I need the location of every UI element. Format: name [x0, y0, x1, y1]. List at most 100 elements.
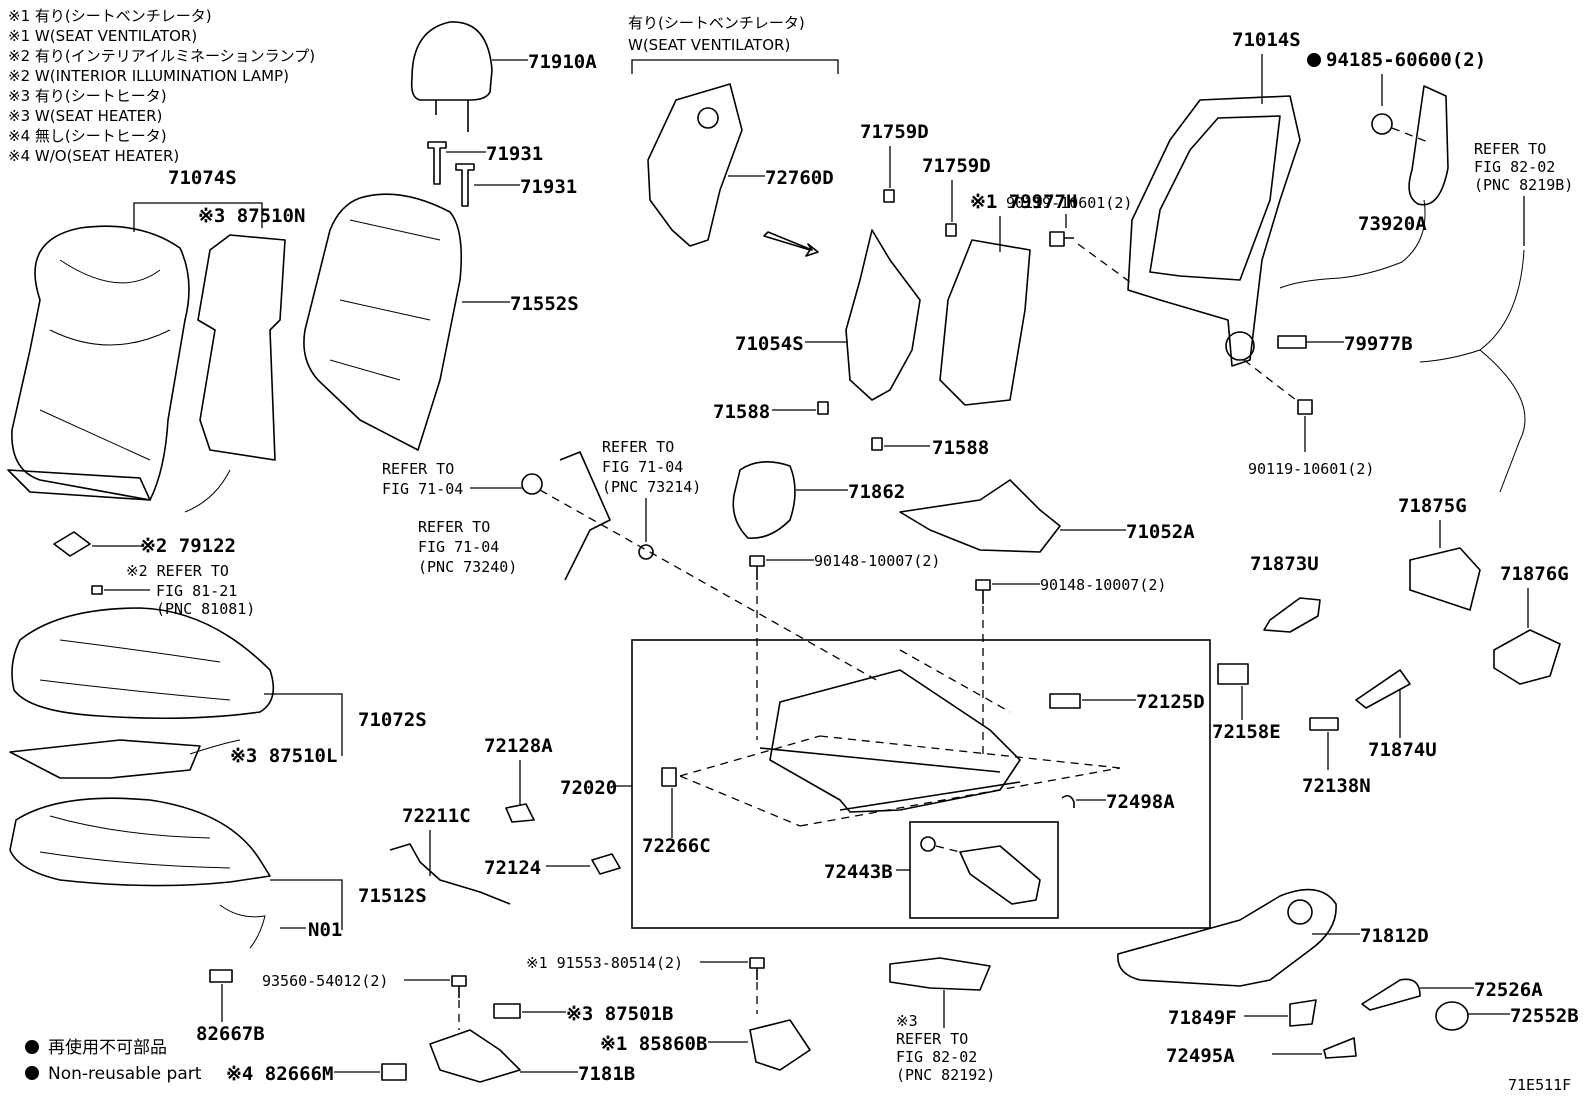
clips-71588: 71588 71588	[713, 401, 989, 459]
part-label: ※3 87510N	[198, 205, 305, 227]
part-label: 72495A	[1166, 1045, 1235, 1067]
ventilator-header-en: W(SEAT VENTILATOR)	[628, 36, 790, 54]
ventilator-72760D: 72760D	[647, 83, 834, 247]
refer-81081: ※2 REFER TO FIG 81-21 (PNC 81081)	[91, 562, 255, 618]
part-label: 72211C	[402, 805, 471, 827]
bolts-90148: 90148-10007(2) 90148-10007(2)	[749, 552, 1166, 760]
refer-line: FIG 71-04	[382, 480, 463, 498]
refer-8219B: REFER TO FIG 82-02 (PNC 8219B)	[1419, 140, 1573, 493]
part-82667B: 82667B	[196, 969, 265, 1045]
sub-box-72443B	[909, 821, 1059, 919]
part-label: 72138N	[1302, 775, 1371, 797]
part-label: 73920A	[1358, 213, 1427, 235]
notes-block: ※1 有り(シートベンチレータ) ※1 W(SEAT VENTILATOR) ※…	[8, 7, 315, 165]
refer-line: FIG 82-02	[896, 1048, 977, 1066]
part-91553: ※1 91553-80514(2)	[526, 954, 765, 1014]
part-label: ※1 79977H	[970, 191, 1077, 213]
part-label: 71074S	[168, 167, 237, 189]
seatback-cover-71074S: 71074S	[7, 167, 263, 501]
part-93560: 93560-54012(2)	[262, 972, 467, 1030]
part-87501B: ※3 87501B	[493, 1003, 673, 1025]
adjuster-72020: 72020	[560, 649, 1121, 827]
part-label: 71052A	[1126, 521, 1195, 543]
part-72138N: 72138N	[1302, 717, 1371, 797]
part-label: 71512S	[358, 885, 427, 907]
part-label: 72443B	[824, 861, 893, 883]
part-label: 72125D	[1136, 691, 1205, 713]
part-label: 72526A	[1474, 979, 1543, 1001]
part-72498A: 72498A	[1061, 791, 1175, 813]
legend-bullet	[25, 1066, 39, 1080]
part-label: 7181B	[578, 1063, 635, 1085]
non-reusable-marker	[1307, 53, 1321, 67]
part-label: 79977B	[1344, 333, 1413, 355]
part-label: 90119-10601(2)	[1006, 194, 1132, 212]
refer-line: FIG 71-04	[602, 458, 683, 476]
part-label: 71876G	[1500, 563, 1569, 585]
part-71849F: 71849F	[1168, 999, 1317, 1029]
refer-line: (PNC 81081)	[156, 600, 255, 618]
refer-82192: ※3 REFER TO FIG 82-02 (PNC 82192)	[889, 957, 995, 1084]
refer-line: REFER TO	[896, 1030, 968, 1048]
part-label: 71072S	[358, 709, 427, 731]
part-label: ※4 82666M	[226, 1063, 333, 1085]
part-72443B: 72443B	[824, 836, 1041, 905]
refer-line: FIG 82-02	[1474, 158, 1555, 176]
refer-line: (PNC 82192)	[896, 1066, 995, 1084]
part-82666M: ※4 82666M	[226, 1063, 407, 1085]
part-label: ※2 79122	[140, 535, 236, 557]
refer-73214: REFER TO FIG 71-04 (PNC 73214)	[602, 438, 701, 560]
part-label: ※1 91553-80514(2)	[526, 954, 683, 972]
cushion-pad-71072S: 71072S	[11, 607, 427, 756]
part-72526A: 72526A	[1361, 978, 1543, 1011]
side-shield-71812D: 71812D	[1117, 888, 1429, 987]
note-line: ※1 有り(シートベンチレータ)	[8, 7, 212, 25]
part-label: 71759D	[922, 155, 991, 177]
refer-line: (PNC 8219B)	[1474, 176, 1573, 194]
part-label: 90148-10007(2)	[1040, 576, 1166, 594]
part-label: 71874U	[1368, 739, 1437, 761]
part-label: 94185-60600(2)	[1326, 49, 1486, 71]
part-72495A: 72495A	[1166, 1037, 1357, 1067]
part-label: 72128A	[484, 735, 553, 757]
part-71873U: 71873U	[1250, 553, 1321, 633]
note-line: ※3 W(SEAT HEATER)	[8, 107, 162, 125]
part-71874U: 71874U	[1355, 669, 1437, 761]
part-label: 71054S	[735, 333, 804, 355]
clips-71759D: 71759D 71759D	[860, 121, 991, 237]
part-72128A: 72128A	[484, 735, 553, 823]
adjuster-box	[631, 639, 1211, 929]
part-label: 71875G	[1398, 495, 1467, 517]
direction-arrow	[763, 231, 819, 257]
refer-71-04-left: REFER TO FIG 71-04	[382, 460, 881, 683]
part-label: 72020	[560, 777, 617, 799]
cover-71862: 71862	[732, 461, 905, 539]
part-71875G: 71875G	[1398, 495, 1481, 611]
refer-line: (PNC 73240)	[418, 558, 517, 576]
part-label: 71862	[848, 481, 905, 503]
part-label: 72498A	[1106, 791, 1175, 813]
heater-87510L: ※3 87510L	[9, 739, 337, 779]
part-label: 71849F	[1168, 1007, 1237, 1029]
headrest-guides-71931: 71931 71931	[427, 141, 577, 207]
part-label: 71931	[486, 143, 543, 165]
refer-line: REFER TO	[382, 460, 454, 478]
cushion-cover-71512S: 71512S N01	[9, 797, 427, 949]
part-label: ※3 87510L	[230, 745, 337, 767]
ventilator-header-jp: 有り(シートベンチレータ)	[628, 14, 805, 32]
part-label: 71588	[713, 401, 770, 423]
part-label: 71931	[520, 176, 577, 198]
pad-79977H: ※1 79977H	[939, 191, 1077, 406]
part-label: 72158E	[1212, 721, 1281, 743]
harness-71052A: 71052A	[899, 479, 1195, 553]
refer-line: REFER TO	[418, 518, 490, 536]
legend-bullet	[25, 1040, 39, 1054]
refer-line: FIG 81-21	[156, 582, 237, 600]
part-71876G: 71876G	[1493, 563, 1569, 685]
note-line: ※4 W/O(SEAT HEATER)	[8, 147, 179, 165]
headrest-71910A: 71910A	[410, 21, 597, 132]
seatback-pad-71552S: 71552S	[303, 193, 579, 451]
part-label: 71588	[932, 437, 989, 459]
part-label: ※3 87501B	[566, 1003, 673, 1025]
